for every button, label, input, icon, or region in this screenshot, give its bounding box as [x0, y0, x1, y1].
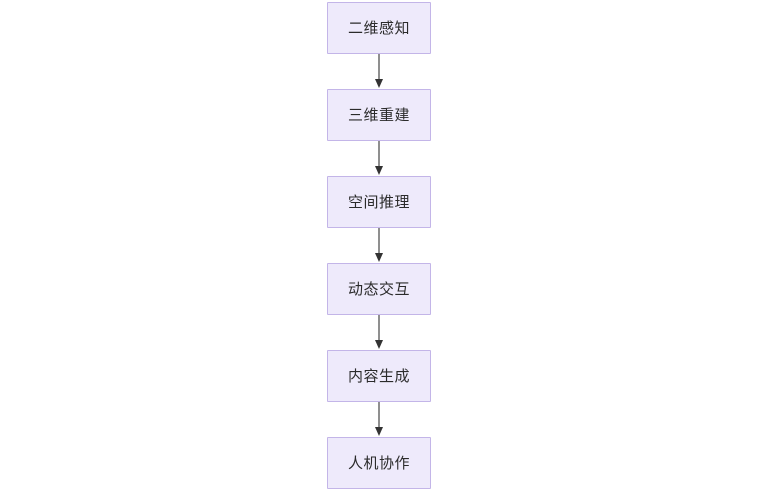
edge-n2-n3 — [375, 141, 383, 175]
node-label: 空间推理 — [347, 192, 410, 211]
edge-n3-n4 — [375, 228, 383, 262]
node-label: 二维感知 — [347, 18, 410, 37]
flowchart-node-n1[interactable]: 二维感知 — [327, 2, 431, 54]
edge-n5-n6 — [375, 402, 383, 436]
node-label: 三维重建 — [347, 105, 410, 124]
edge-n4-n5 — [375, 315, 383, 349]
flowchart-node-n4[interactable]: 动态交互 — [327, 263, 431, 315]
flowchart-node-n5[interactable]: 内容生成 — [327, 350, 431, 402]
node-label: 动态交互 — [347, 279, 410, 298]
flowchart-node-n3[interactable]: 空间推理 — [327, 176, 431, 228]
node-label: 内容生成 — [347, 366, 410, 385]
node-label: 人机协作 — [347, 453, 410, 472]
flowchart-node-n2[interactable]: 三维重建 — [327, 89, 431, 141]
edge-n1-n2 — [375, 54, 383, 88]
flowchart-node-n6[interactable]: 人机协作 — [327, 437, 431, 489]
